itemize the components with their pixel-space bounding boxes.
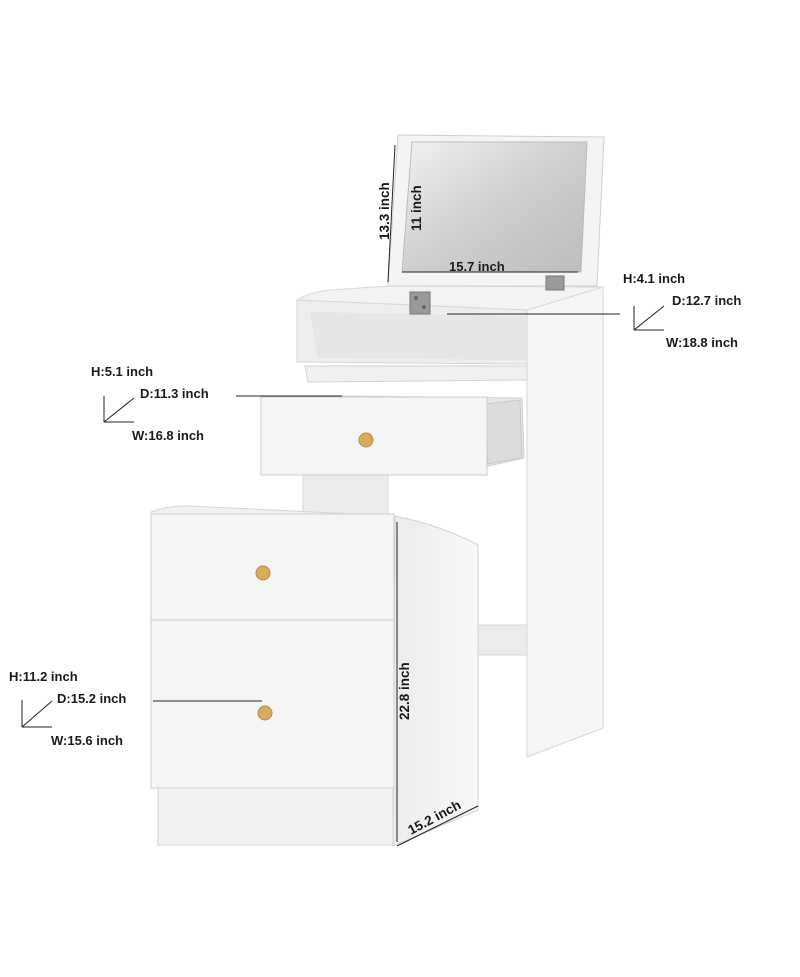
drawer-h-label: H:5.1 inch [91,364,153,379]
cabinet-bottom-drawer [150,619,395,789]
drawer-front [260,396,488,476]
mirror-inner-height-label: 11 inch [409,185,424,231]
cabinet-top-knob [255,565,271,581]
mirror-height-label: 13.3 inch [377,182,392,240]
side-cabinet [150,505,479,847]
top-compartment-d-label: D:12.7 inch [672,293,741,308]
cabinet-drawer-d-label: D:15.2 inch [57,691,126,706]
vanity-desk [296,285,604,758]
desk-right-panel [526,286,604,758]
dimension-lines [153,144,620,847]
drawer-d-label: D:11.3 inch [140,386,209,401]
top-compartment-w-label: W:18.8 inch [666,335,738,350]
cabinet-height-label: 22.8 inch [397,662,412,720]
cabinet-top-drawer [150,513,395,621]
cabinet-drawer-w-label: W:15.6 inch [51,733,123,748]
cabinet-base [157,787,394,846]
axis-glyph-drawer [103,396,135,423]
axis-glyph-cabinet [21,700,53,728]
hinge-left [409,291,431,315]
mirror-width-label: 15.7 inch [449,259,505,274]
mirror-lid [387,134,605,315]
cabinet-drawer-h-label: H:11.2 inch [9,669,78,684]
mirror-glass [401,141,588,273]
desk-shelf [304,365,528,383]
hinge-right [545,275,565,291]
open-drawer [260,395,525,476]
axis-glyph-top [633,305,665,331]
top-compartment-h-label: H:4.1 inch [623,271,685,286]
drawer-knob [358,432,374,448]
drawer-w-label: W:16.8 inch [132,428,204,443]
cabinet-bottom-knob [257,705,273,721]
